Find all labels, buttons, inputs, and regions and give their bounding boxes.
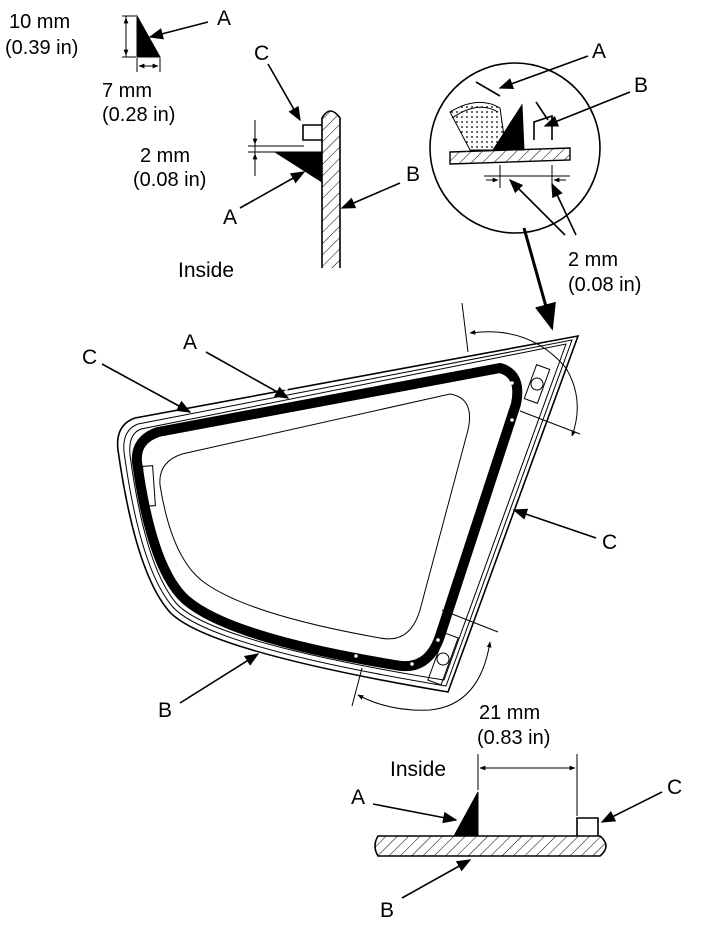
label-a-magnified: A — [592, 40, 606, 63]
dim-10mm-in: (0.39 in) — [5, 37, 78, 59]
quarter-glass-main: C A C B — [82, 302, 617, 722]
label-b-glass: B — [158, 699, 172, 722]
bead-profile-triangle — [136, 14, 161, 58]
magnify-pointer-arrow — [522, 227, 556, 331]
label-b-magnified: B — [634, 74, 648, 97]
angle-arc-bottom — [357, 641, 492, 711]
dim-2mm-magnified-in: (0.08 in) — [568, 274, 641, 296]
label-a-glass: A — [183, 331, 197, 354]
magnified-spacer — [533, 114, 553, 140]
spacer-block-top-right — [523, 364, 551, 404]
spacer-block-horizontal — [576, 817, 599, 836]
inside-label-vertical: Inside — [178, 259, 234, 282]
magnified-corner-detail: A B 2 mm (0.08 in) — [429, 40, 648, 331]
angle-arc-top — [469, 329, 578, 437]
bead-vertical — [273, 151, 323, 183]
bead-horizontal — [453, 791, 479, 837]
glass-visible-area — [159, 393, 470, 640]
glass-outline-middle — [123, 339, 573, 687]
vertical-section-detail: C A B 2 mm (0.08 in) Inside — [133, 42, 420, 282]
bead-profile-detail: A 10 mm (0.39 in) 7 mm (0.28 in) — [5, 7, 231, 126]
dim-10mm: 10 mm — [9, 11, 70, 33]
magnify-circle — [429, 62, 601, 234]
label-c-glass-left: C — [82, 346, 97, 369]
spacer-block-left — [142, 465, 156, 507]
glass-section-horizontal — [374, 835, 607, 857]
glass-section-vertical — [321, 110, 341, 268]
adhesive-bead-ring — [131, 363, 523, 672]
dim-21mm-in: (0.83 in) — [477, 727, 550, 749]
glass-outline-inner — [129, 343, 567, 681]
magnified-glass-section — [449, 147, 571, 165]
label-a-vertical: A — [223, 206, 237, 229]
dim-7mm-in: (0.28 in) — [102, 104, 175, 126]
label-a-horizontal: A — [351, 786, 365, 809]
label-c-horizontal: C — [667, 776, 682, 799]
dim-7mm: 7 mm — [102, 80, 152, 102]
horizontal-section-detail: 21 mm (0.83 in) Inside A C B — [351, 702, 682, 922]
dim-2mm-vertical-in: (0.08 in) — [133, 169, 206, 191]
dim-2mm-vertical: 2 mm — [140, 145, 190, 167]
label-b-horizontal: B — [380, 899, 394, 922]
spacer-block-vertical — [302, 124, 322, 141]
inside-label-horizontal: Inside — [390, 758, 446, 781]
label-b-vertical: B — [406, 163, 420, 186]
dim-2mm-magnified: 2 mm — [568, 249, 618, 271]
label-c-vertical: C — [254, 42, 269, 65]
glass-outline-outer — [116, 334, 580, 693]
label-c-glass-right: C — [602, 531, 617, 554]
dim-21mm: 21 mm — [479, 702, 540, 724]
label-a-top: A — [217, 7, 231, 30]
